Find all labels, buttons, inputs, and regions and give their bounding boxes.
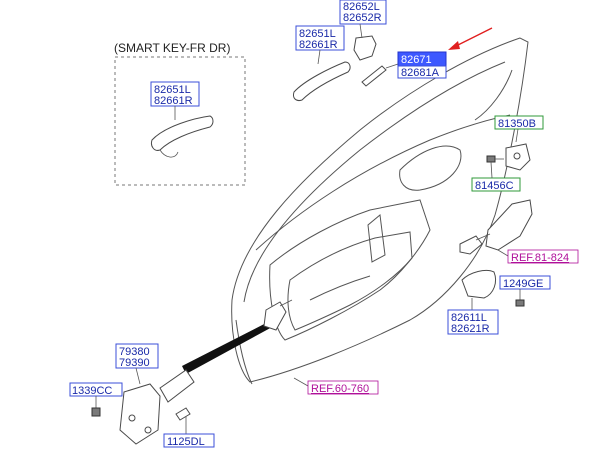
label-ref-81-824[interactable]: REF.81-824 <box>511 252 569 264</box>
inset-label-box <box>150 81 200 107</box>
lock-lever-icon <box>459 235 483 255</box>
striker-bolt-icon <box>486 155 496 163</box>
label-box-selected-lower <box>397 65 447 79</box>
label-82671[interactable]: 82671 <box>401 54 432 66</box>
label-box-ref-door <box>307 380 379 395</box>
label-box-inside-handle <box>447 309 499 335</box>
door-lock-icon <box>485 199 533 251</box>
striker-hole-icon <box>513 152 521 160</box>
label-1339cc[interactable]: 1339CC <box>72 385 112 397</box>
outside-handle-icon <box>293 61 351 101</box>
checker-mount-line <box>279 299 293 307</box>
label-81456c[interactable]: 81456C <box>475 180 514 192</box>
label-82652l[interactable]: 82652L <box>343 1 380 13</box>
leader-handle-cover <box>359 23 363 39</box>
label-81350b[interactable]: 81350B <box>498 118 536 130</box>
label-79390[interactable]: 79390 <box>119 357 150 369</box>
smart-key-inset-frame <box>114 56 246 186</box>
label-ref-60-760[interactable]: REF.60-760 <box>311 383 369 395</box>
label-82611l[interactable]: 82611L <box>451 312 487 324</box>
label-box-bolt-checker-b <box>163 433 215 448</box>
highlight-arrow-head-icon <box>448 41 460 50</box>
lock-rod-icon <box>475 233 491 241</box>
bolt-right-icon <box>515 299 525 307</box>
highlight-arrow-line <box>455 27 493 47</box>
label-box-ref-lock <box>507 249 579 264</box>
bolt-checker-a-icon <box>91 407 101 417</box>
label-1125dl[interactable]: 1125DL <box>167 436 205 448</box>
checker-hole-a-icon <box>128 414 136 422</box>
label-1249ge[interactable]: 1249GE <box>503 278 543 290</box>
label-box-striker <box>494 115 544 130</box>
checker-strap-icon <box>182 320 274 374</box>
leader-checker <box>135 367 141 385</box>
inset-handle-icon <box>151 115 214 151</box>
handle-pad-icon <box>361 65 387 87</box>
label-79380[interactable]: 79380 <box>119 346 150 358</box>
inset-label-r[interactable]: 82661R <box>154 95 193 107</box>
checker-hinge-icon <box>263 301 287 331</box>
label-82681a[interactable]: 82681A <box>401 67 440 79</box>
label-box-bolt-right <box>499 275 551 290</box>
leader-pad <box>385 63 399 69</box>
label-box-handle-outside <box>295 25 345 51</box>
leader-ref-door <box>293 377 309 387</box>
label-82661r[interactable]: 82661R <box>299 39 338 51</box>
bolt-checker-b-icon <box>175 407 191 421</box>
inside-handle-icon <box>461 269 497 299</box>
checker-body-icon <box>119 383 161 445</box>
label-box-handle-cover <box>339 0 387 25</box>
inset-label-l[interactable]: 82651L <box>154 84 191 96</box>
label-82651l[interactable]: 82651L <box>299 28 336 40</box>
label-box-checker <box>115 343 159 369</box>
checker-arm-icon <box>159 369 195 403</box>
leader-ref-lock <box>497 249 509 257</box>
checker-hole-b-icon <box>144 426 152 434</box>
leader-striker <box>515 128 519 143</box>
leader-handle-outside <box>317 49 321 65</box>
label-82621r[interactable]: 82621R <box>451 323 490 335</box>
inset-title: (SMART KEY-FR DR) <box>114 41 230 55</box>
leader-striker-bolt <box>490 161 493 179</box>
label-box-striker-bolt <box>471 177 521 192</box>
handle-cover-icon <box>353 35 377 61</box>
label-82652r[interactable]: 82652R <box>343 12 382 24</box>
inset-handle-wire-icon <box>159 149 179 158</box>
